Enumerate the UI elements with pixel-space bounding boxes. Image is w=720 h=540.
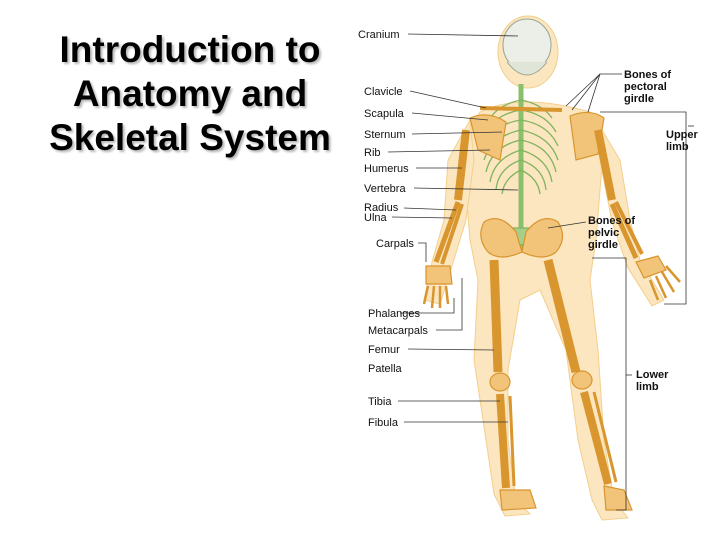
label-pelvic-girdle-1: Bones of xyxy=(588,215,635,227)
label-ulna: Ulna xyxy=(364,212,388,224)
label-pelvic-girdle-3: girdle xyxy=(588,239,618,251)
title-line-2: Anatomy and xyxy=(72,73,308,114)
bone-labels: Cranium Clavicle Scapula Sternum Rib Hum… xyxy=(358,29,428,429)
label-fibula: Fibula xyxy=(368,417,399,429)
label-metacarpals: Metacarpals xyxy=(368,325,428,337)
label-humerus: Humerus xyxy=(364,163,409,175)
label-pectoral-girdle-3: girdle xyxy=(624,93,654,105)
label-cranium: Cranium xyxy=(358,29,400,41)
label-scapula: Scapula xyxy=(364,108,405,120)
label-radius: Radius xyxy=(364,202,399,214)
label-phalanges: Phalanges xyxy=(368,308,420,320)
appendicular-skeleton xyxy=(422,106,681,511)
label-upper-limb-2: limb xyxy=(666,141,689,153)
label-pelvic-girdle-2: pelvic xyxy=(588,227,619,239)
label-upper-limb-1: Upper xyxy=(666,129,699,141)
group-labels: Bones of pectoral girdle Upper limb Bone… xyxy=(588,69,699,393)
label-lower-limb-2: limb xyxy=(636,381,659,393)
leader-lines xyxy=(387,33,694,511)
label-vertebra: Vertebra xyxy=(364,183,406,195)
label-femur: Femur xyxy=(368,344,400,356)
label-lower-limb-1: Lower xyxy=(636,369,669,381)
label-carpals: Carpals xyxy=(376,238,414,250)
label-rib: Rib xyxy=(364,147,381,159)
title-line-3: Skeletal System xyxy=(49,117,331,158)
label-sternum: Sternum xyxy=(364,129,406,141)
title-line-1: Introduction to xyxy=(59,29,321,70)
slide-title: Introduction to Anatomy and Skeletal Sys… xyxy=(30,28,350,160)
label-patella: Patella xyxy=(368,363,403,375)
label-pectoral-girdle-2: pectoral xyxy=(624,81,667,93)
label-clavicle: Clavicle xyxy=(364,86,403,98)
label-tibia: Tibia xyxy=(368,396,392,408)
label-pectoral-girdle-1: Bones of xyxy=(624,69,671,81)
skull xyxy=(502,18,552,76)
